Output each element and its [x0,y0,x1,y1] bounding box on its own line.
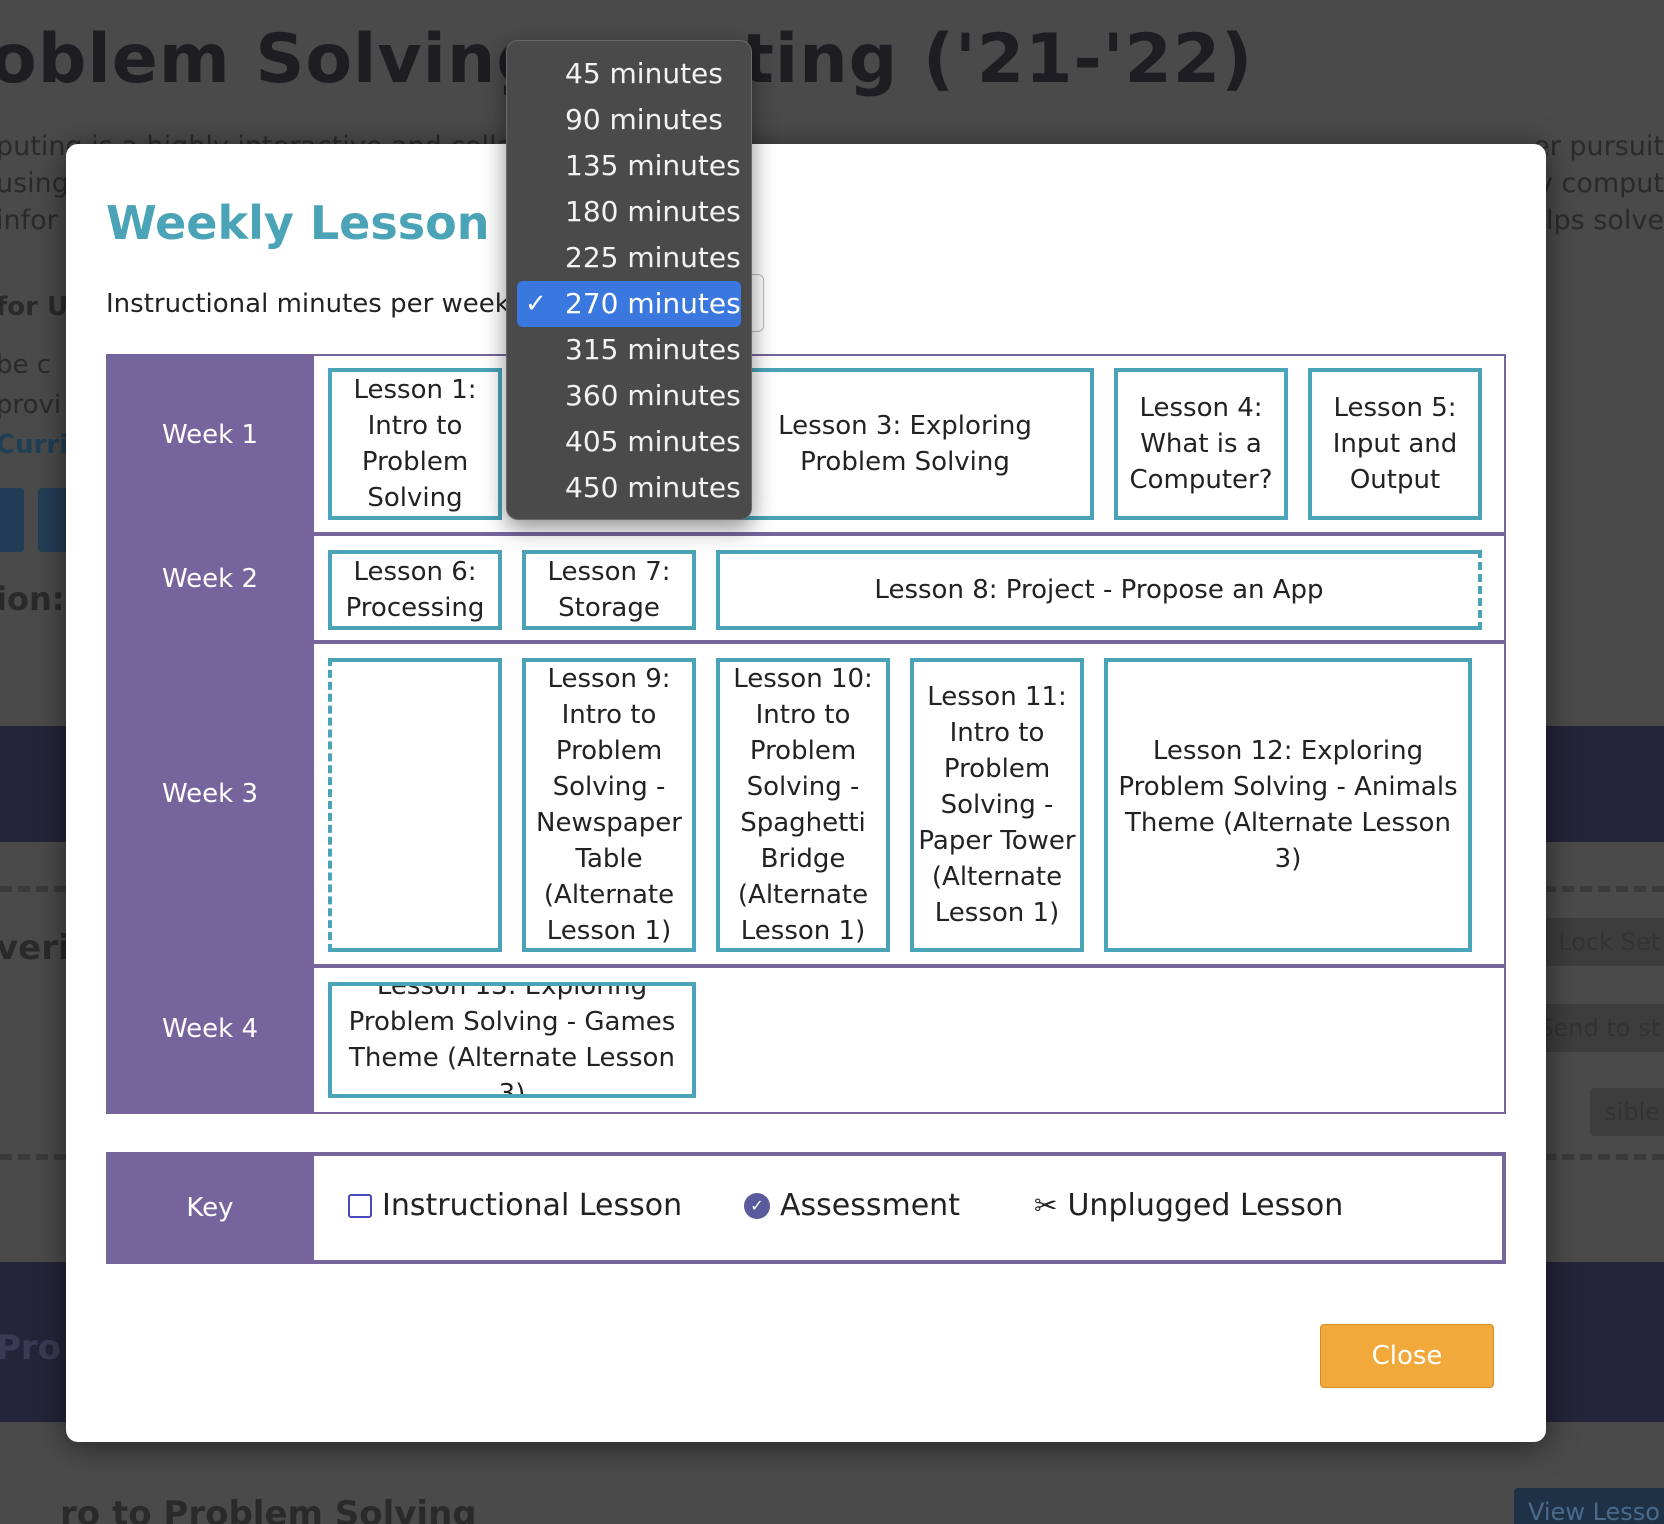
minutes-label: Instructional minutes per week: [106,289,519,319]
square-outline-icon [348,1193,372,1218]
bg-button[interactable] [0,488,24,552]
weekly-lesson-layout-modal: Weekly Lesson Layout Instructional minut… [66,144,1546,1442]
lesson-8-card[interactable]: Lesson 8: Project - Propose an App [716,550,1482,630]
minutes-dropdown-menu: 45 minutes 90 minutes 135 minutes 180 mi… [506,40,752,520]
checkmark-icon: ✓ [525,289,547,319]
dropdown-option-405[interactable]: 405 minutes [517,419,741,465]
week-2-row [314,534,1506,642]
dropdown-option-90[interactable]: 90 minutes [517,97,741,143]
week-4-row [314,966,1506,1114]
lesson-11-card[interactable]: Lesson 11: Intro to Problem Solving - Pa… [910,658,1084,952]
key-instructional-label: Instructional Lesson [382,1188,683,1223]
option-label: 270 minutes [565,287,741,320]
key-body: Instructional Lesson ✓ Assessment ✂ Unpl… [314,1152,1506,1264]
key-assessment-label: Assessment [780,1188,960,1223]
lesson-layout-grid: Week 1 Week 2 Week 3 Week 4 Lesson 1: In… [106,354,1506,1114]
option-label: 225 minutes [565,241,741,274]
week-column [106,354,314,1114]
dropdown-option-450[interactable]: 450 minutes [517,465,741,511]
option-label: 90 minutes [565,103,723,136]
dropdown-option-270-selected[interactable]: ✓ 270 minutes [517,281,741,327]
lesson-5-card[interactable]: Lesson 5: Input and Output [1308,368,1482,520]
legend-key: Key Instructional Lesson ✓ Assessment ✂ … [106,1152,1506,1264]
bg-lesson-title: ro to Problem Solving [60,1494,477,1524]
bg-provi-label: provi [0,390,62,420]
week-2-label: Week 2 [161,564,259,594]
bg-desc-line: elps solve [1529,205,1664,236]
option-label: 450 minutes [565,471,741,504]
bg-desc-line: infor [0,205,58,236]
dropdown-option-315[interactable]: 315 minutes [517,327,741,373]
lesson-10-card[interactable]: Lesson 10: Intro to Problem Solving - Sp… [716,658,890,952]
week-4-label: Week 4 [161,1014,259,1044]
lesson-4-card[interactable]: Lesson 4: What is a Computer? [1114,368,1288,520]
option-label: 360 minutes [565,379,741,412]
bg-desc-line: v comput [1536,168,1664,199]
bg-section-label: ion: [0,580,65,618]
key-unplugged-label: Unplugged Lesson [1067,1188,1344,1223]
bg-description-right: er pursuit v comput elps solve [1529,128,1664,239]
key-label: Key [106,1152,314,1264]
bg-for-label: for U [0,292,69,322]
lesson-3-card[interactable]: Lesson 3: Exploring Problem Solving [716,368,1094,520]
lesson-8-continuation-card[interactable] [328,658,502,952]
bg-be-label: be c [0,350,52,380]
lesson-7-card[interactable]: Lesson 7: Storage [522,550,696,630]
dropdown-option-135[interactable]: 135 minutes [517,143,741,189]
dropdown-option-180[interactable]: 180 minutes [517,189,741,235]
option-label: 405 minutes [565,425,741,458]
option-label: 315 minutes [565,333,741,366]
key-instructional: Instructional Lesson [348,1188,682,1223]
dropdown-option-45[interactable]: 45 minutes [517,51,741,97]
lesson-1-card[interactable]: Lesson 1: Intro to Problem Solving [328,368,502,520]
bg-view-lesson-button[interactable]: View Lesso [1514,1488,1664,1524]
dropdown-option-360[interactable]: 360 minutes [517,373,741,419]
bg-send-to-students-button[interactable]: Send to st [1524,1004,1664,1052]
week-3-label: Week 3 [161,779,259,809]
option-label: 180 minutes [565,195,741,228]
key-assessment: ✓ Assessment [744,1188,960,1223]
bg-desc-line: er pursuit [1533,131,1664,162]
dropdown-option-225[interactable]: 225 minutes [517,235,741,281]
lesson-12-card[interactable]: Lesson 12: Exploring Problem Solving - A… [1104,658,1472,952]
bg-desc-line: using [0,168,69,199]
key-unplugged: ✂ Unplugged Lesson [1034,1188,1343,1223]
check-circle-icon: ✓ [744,1192,770,1219]
week-3-row [314,642,1506,966]
lesson-13-card[interactable]: Lesson 13: Exploring Problem Solving - G… [328,982,696,1098]
bg-lock-settings-button[interactable]: Lock Set [1544,918,1664,966]
lesson-6-card[interactable]: Lesson 6: Processing [328,550,502,630]
week-1-row [314,354,1506,534]
bg-visible-toggle[interactable]: sible [1590,1088,1664,1136]
week-1-label: Week 1 [161,420,259,450]
close-button[interactable]: Close [1320,1324,1494,1388]
option-label: 135 minutes [565,149,741,182]
scissors-icon: ✂ [1034,1189,1058,1222]
lesson-9-card[interactable]: Lesson 9: Intro to Problem Solving - New… [522,658,696,952]
option-label: 45 minutes [565,57,723,90]
bg-project-label: Pro [0,1328,62,1368]
